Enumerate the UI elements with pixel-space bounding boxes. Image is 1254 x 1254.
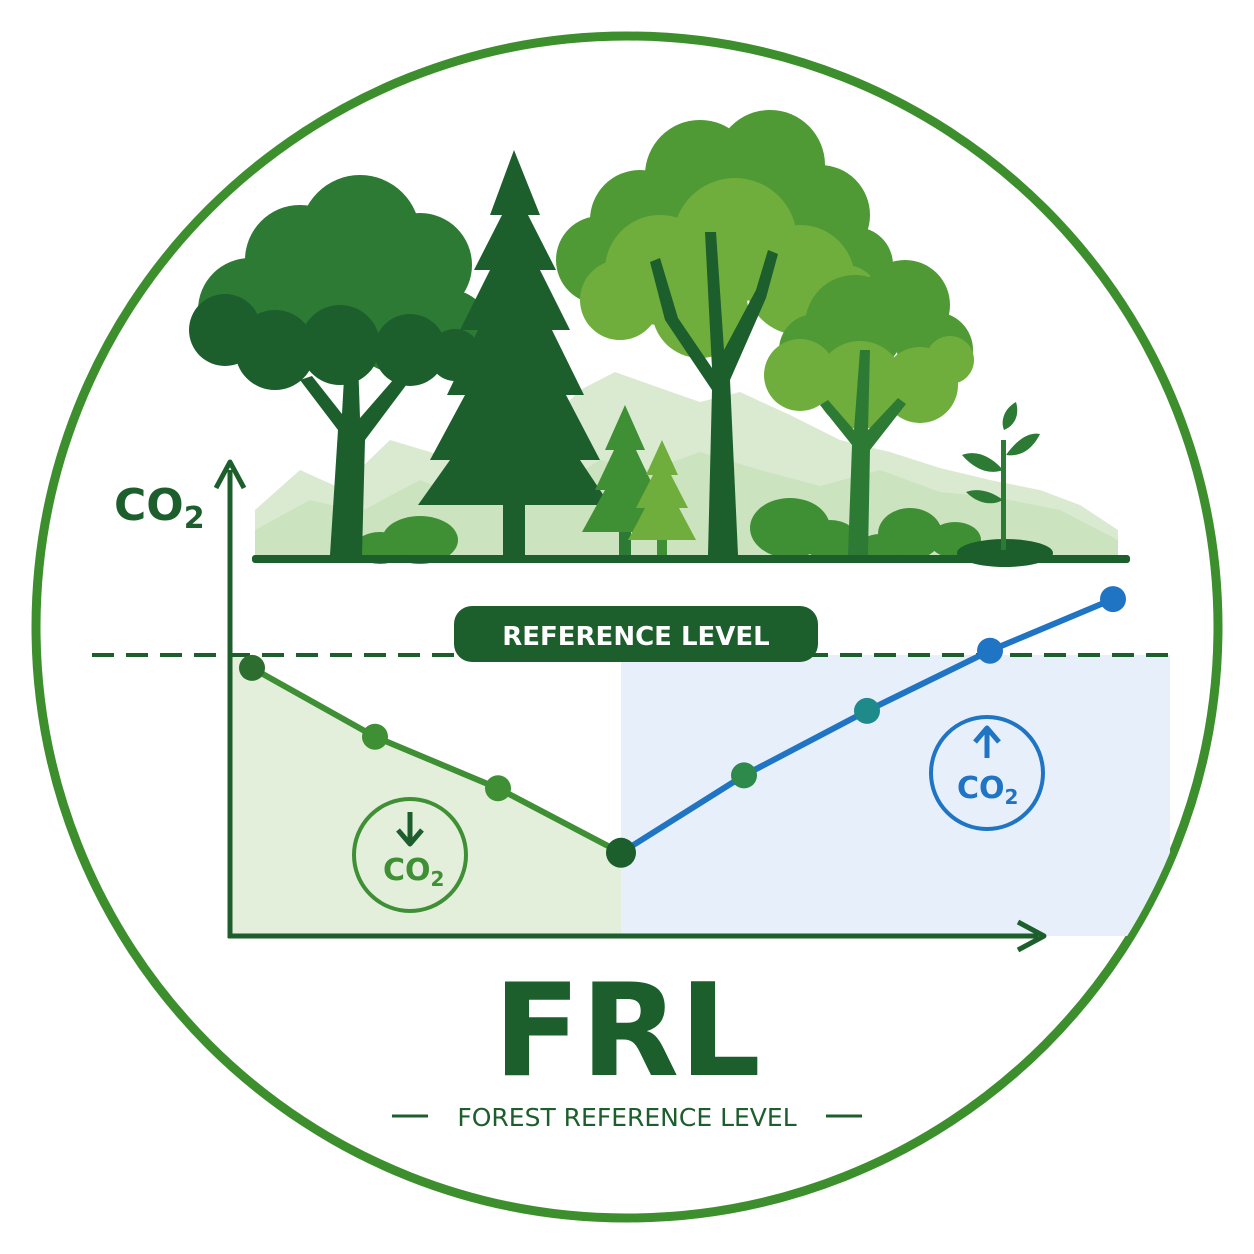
reduction-area (232, 655, 621, 936)
ground-line (252, 555, 1130, 563)
y-axis-label: CO2 (114, 480, 205, 536)
y-axis (213, 459, 247, 938)
co2-up-sub: 2 (1005, 785, 1019, 809)
small-pine-tree-icon-2 (628, 440, 696, 558)
co2-down-sub: 2 (431, 867, 445, 891)
svg-text:CO2: CO2 (957, 771, 1018, 809)
co2-down-badge-icon: CO2 (352, 797, 468, 913)
data-point-decline (606, 837, 636, 868)
reference-level-label: REFERENCE LEVEL (502, 622, 770, 652)
logo-subtitle: FOREST REFERENCE LEVEL (457, 1103, 796, 1132)
data-point-rise (1100, 586, 1126, 613)
co2-up-badge-icon: CO2 (929, 715, 1045, 831)
x-axis (228, 919, 1047, 953)
logo-title: FRL (493, 957, 761, 1106)
data-point-decline (362, 723, 388, 750)
reference-level-badge: REFERENCE LEVEL (454, 606, 818, 662)
pine-tree-icon (418, 150, 610, 558)
emission-area (621, 655, 1170, 936)
svg-text:CO2: CO2 (383, 853, 444, 891)
data-point-decline (239, 654, 265, 681)
data-point-decline (485, 775, 511, 802)
series-line-decline (250, 665, 623, 856)
right-tree-icon (764, 260, 974, 555)
co2-down-label: CO (383, 853, 431, 888)
large-tree-icon (556, 110, 893, 555)
bushes (354, 498, 981, 564)
data-point-rise (854, 697, 880, 724)
co2-up-label: CO (957, 771, 1005, 806)
data-point-rise (977, 637, 1003, 664)
data-point-rise (731, 762, 757, 789)
